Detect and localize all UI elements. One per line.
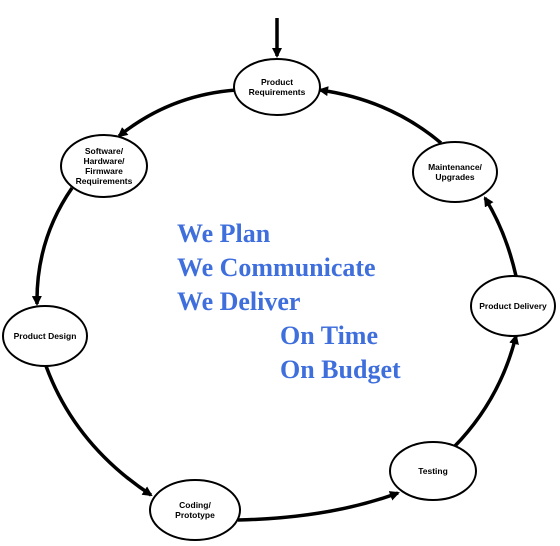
node-product-design: Product Design [2, 305, 88, 367]
slogan-we-plan: We Plan [177, 219, 271, 248]
node-coding-prototype: Coding/Prototype [149, 479, 241, 541]
node-ellipse [412, 141, 498, 203]
node-ellipse [60, 134, 148, 198]
node-label: Coding/ [179, 500, 211, 510]
node-ellipse [149, 479, 241, 541]
arrow-coding-to-testing [237, 491, 400, 522]
node-ellipse [2, 305, 88, 367]
node-label: Prototype [175, 510, 215, 520]
node-label: Firmware [85, 166, 123, 176]
arrow-design-to-coding [44, 365, 153, 497]
arrow-requirements-to-design [31, 187, 74, 306]
node-label: Product Delivery [479, 301, 547, 311]
node-maintenance-upgrades: Maintenance/Upgrades [412, 141, 498, 203]
cycle-nodes: ProductRequirementsMaintenance/UpgradesP… [2, 58, 556, 541]
slogan-we-deliver: We Deliver [177, 287, 300, 316]
node-label: Hardware/ [83, 156, 125, 166]
cycle-connectors [31, 86, 519, 522]
slogan-on-time: On Time [280, 321, 378, 350]
arrow-delivery-to-maintenance [483, 196, 518, 277]
node-ellipse [470, 275, 556, 337]
node-label: Requirements [249, 87, 306, 97]
node-label: Testing [418, 466, 448, 476]
node-label: Upgrades [435, 172, 474, 182]
node-label: Software/ [85, 146, 124, 156]
node-ellipse [389, 441, 477, 501]
node-testing: Testing [389, 441, 477, 501]
slogan-we-communicate: We Communicate [177, 253, 376, 282]
node-label: Maintenance/ [428, 162, 482, 172]
arrow-maintenance-to-requirements [318, 86, 443, 145]
node-ellipse [233, 58, 321, 116]
node-product-delivery: Product Delivery [470, 275, 556, 337]
node-label: Requirements [76, 176, 133, 186]
arrow-testing-to-delivery [452, 334, 519, 449]
node-label: Product Design [14, 331, 77, 341]
node-label: Product [261, 77, 293, 87]
slogan-on-budget: On Budget [280, 355, 401, 384]
arrow-product-requirements-to-swhw [117, 88, 237, 138]
slogan-block: We Plan We Communicate We Deliver On Tim… [177, 219, 401, 384]
